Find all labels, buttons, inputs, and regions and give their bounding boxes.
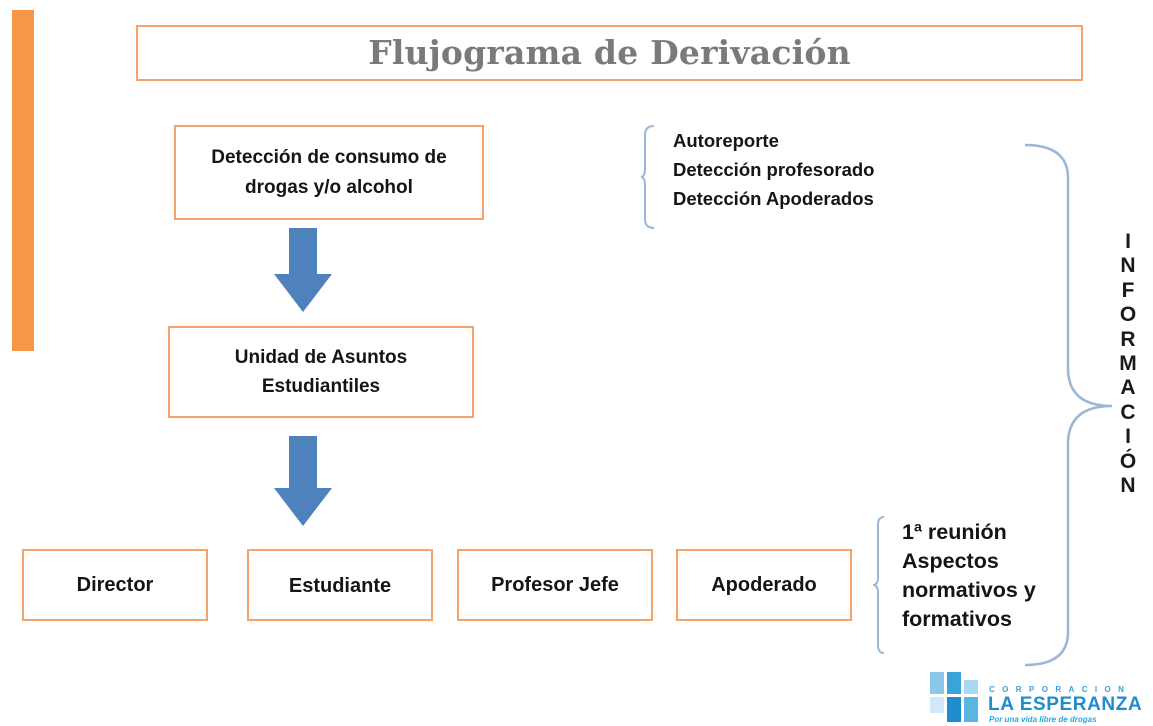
curly-brace-icon [1024,143,1113,667]
detection-node-line2: drogas y/o alcohol [245,176,413,198]
leaf-estudiante-label: Estudiante [288,575,392,597]
source-item: Detección profesorado [673,159,875,180]
vertical-letter: N [1120,254,1136,278]
vertical-letter: Ó [1119,449,1137,473]
vertical-letter: I [1125,425,1131,449]
title-box: Flujograma de Derivación [136,25,1083,81]
first-meeting-note: 1ª reunión Aspectos normativos y formati… [902,518,1036,634]
detection-node-line1: Detección de consumo de [211,147,447,169]
arrow-down-icon [274,228,332,312]
vertical-letter: C [1120,400,1136,424]
student-affairs-node: Unidad de Asuntos Estudiantiles [168,326,474,418]
accent-bar [12,10,34,351]
vertical-letter: N [1120,474,1136,498]
leaf-apoderado-label: Apoderado [711,573,817,596]
la-esperanza-logo-icon [930,672,978,722]
student-affairs-line2: Estudiantiles [261,376,381,397]
leaf-apoderado: Apoderado [676,549,852,621]
page-title: Flujograma de Derivación [368,33,851,73]
vertical-letter: O [1119,303,1137,327]
curly-brace-icon [640,125,655,229]
student-affairs-line1: Unidad de Asuntos [234,346,408,368]
detection-node: Detección de consumo de drogas y/o alcoh… [174,125,484,220]
informacion-vertical-label: I N F O R M A C I Ó N [1115,230,1141,498]
vertical-letter: A [1120,376,1136,400]
source-item: Autoreporte [673,130,779,151]
meeting-line: 1ª reunión [902,520,1007,544]
vertical-letter: I [1125,230,1131,253]
vertical-letter: R [1120,327,1136,351]
source-item: Detección Apoderados [673,188,874,209]
detection-sources-list: Autoreporte Detección profesorado Detecc… [673,126,875,213]
leaf-profesor-jefe: Profesor Jefe [457,549,653,621]
leaf-director: Director [22,549,208,621]
logo-corporacion-text: CORPORACION [989,685,1132,694]
arrow-down-icon [274,436,332,526]
leaf-estudiante: Estudiante [247,549,433,621]
curly-brace-icon [872,516,885,654]
vertical-letter: M [1119,352,1137,376]
logo-name: LA ESPERANZA [988,694,1143,715]
meeting-line: Aspectos [902,549,999,573]
leaf-profesor-jefe-label: Profesor Jefe [491,573,619,596]
logo-tagline: Por una vida libre de drogas [989,715,1097,724]
leaf-director-label: Director [76,573,154,596]
meeting-line: formativos [902,607,1012,631]
la-esperanza-logo: CORPORACION LA ESPERANZA Por una vida li… [928,670,1150,726]
meeting-line: normativos y [902,578,1036,602]
vertical-letter: F [1121,278,1135,302]
